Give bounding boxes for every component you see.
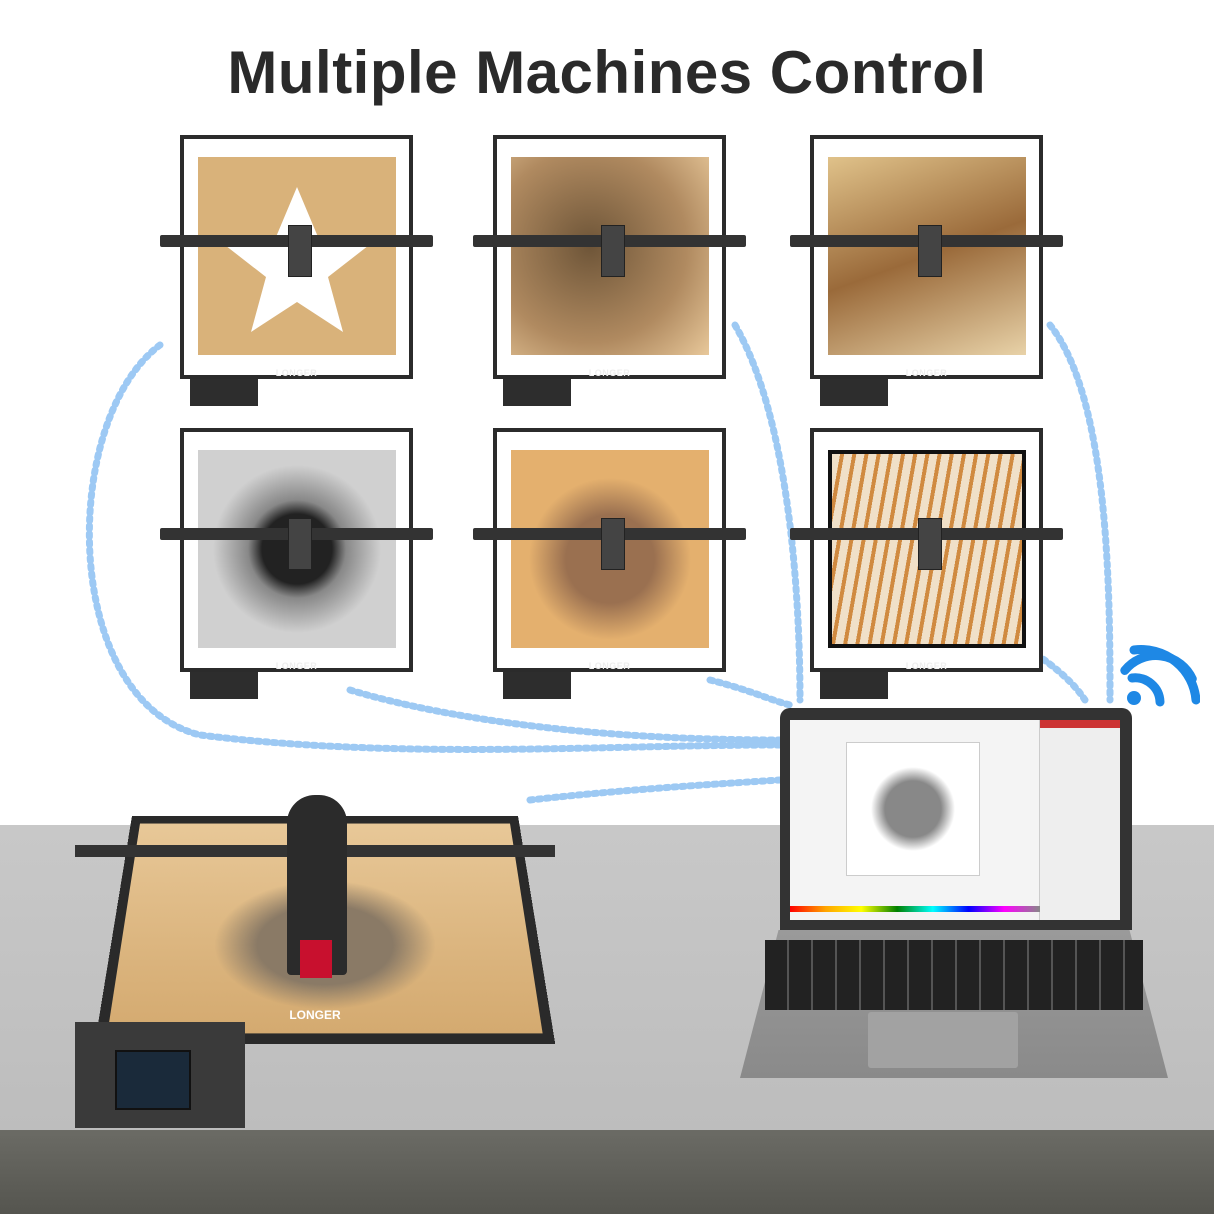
control-box xyxy=(503,379,571,406)
connection-line xyxy=(1046,321,1114,704)
laser-software-window xyxy=(790,720,1120,920)
control-box xyxy=(190,672,258,699)
main-laser-engraver: LONGER xyxy=(55,790,575,1130)
connection-line xyxy=(706,676,794,709)
connection-line xyxy=(526,776,784,804)
laser-engraver: LONGER xyxy=(473,428,746,699)
laser-engraver: LONGER xyxy=(473,135,746,406)
laptop xyxy=(780,708,1132,930)
control-box xyxy=(503,672,571,699)
brand-label: LONGER xyxy=(289,1008,341,1022)
control-box xyxy=(75,1022,245,1128)
control-box xyxy=(190,379,258,406)
brand-label: LONGER xyxy=(905,368,948,378)
connection-line xyxy=(731,321,804,704)
control-box xyxy=(820,672,888,699)
wifi-icon xyxy=(1120,630,1201,715)
brand-label: LONGER xyxy=(275,661,318,671)
table-edge xyxy=(0,1130,1214,1214)
control-box xyxy=(820,379,888,406)
brand-label: LONGER xyxy=(275,368,318,378)
laser-engraver: LONGER xyxy=(790,428,1063,699)
laser-engraver: LONGER xyxy=(160,428,433,699)
touchscreen xyxy=(115,1050,191,1110)
keyboard xyxy=(765,940,1143,1010)
brand-label: LONGER xyxy=(588,368,631,378)
connection-line xyxy=(346,686,784,744)
trackpad xyxy=(868,1012,1018,1068)
laser-engraver: LONGER xyxy=(160,135,433,406)
laser-engraver: LONGER xyxy=(790,135,1063,406)
brand-label: LONGER xyxy=(588,661,631,671)
connection-line xyxy=(85,341,784,753)
page-title: Multiple Machines Control xyxy=(227,39,987,106)
brand-label: LONGER xyxy=(905,661,948,671)
